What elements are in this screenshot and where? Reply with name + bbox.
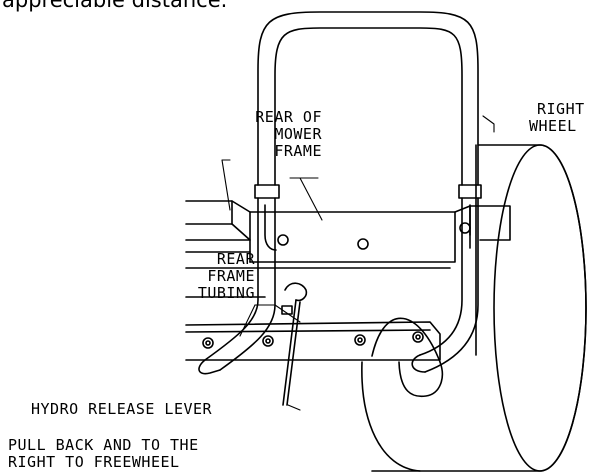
label-rear-of-mower-frame: REAR OF MOWER FRAME	[182, 109, 322, 160]
handle-bar	[198, 11, 482, 375]
label-right-wheel: RIGHT WHEEL	[529, 100, 585, 135]
label-line: FRAME	[274, 142, 322, 160]
label-line: PULL BACK AND TO THE	[8, 436, 199, 454]
label-line: WHEEL	[529, 117, 577, 135]
label-pull-back-instruction: PULL BACK AND TO THE RIGHT TO FREEWHEEL	[8, 437, 199, 471]
rear-frame-tubing	[185, 267, 451, 361]
label-hydro-release-lever: HYDRO RELEASE LEVER	[31, 400, 213, 418]
mower-frame-plate	[185, 200, 511, 263]
label-line: REAR	[216, 250, 255, 268]
label-rear-frame-tubing: REAR FRAME TUBING	[150, 251, 255, 302]
header-text: appreciable distance.	[2, 0, 228, 12]
label-line: FRAME	[207, 267, 255, 285]
label-line: RIGHT	[537, 100, 585, 118]
hydro-release-lever	[281, 282, 308, 406]
label-line: REAR OF	[255, 108, 322, 126]
label-line: MOWER	[274, 125, 322, 143]
right-wheel	[361, 144, 587, 472]
label-line: RIGHT TO FREEWHEEL	[8, 453, 180, 471]
leader-lines	[221, 115, 495, 411]
label-line: TUBING	[197, 284, 255, 302]
